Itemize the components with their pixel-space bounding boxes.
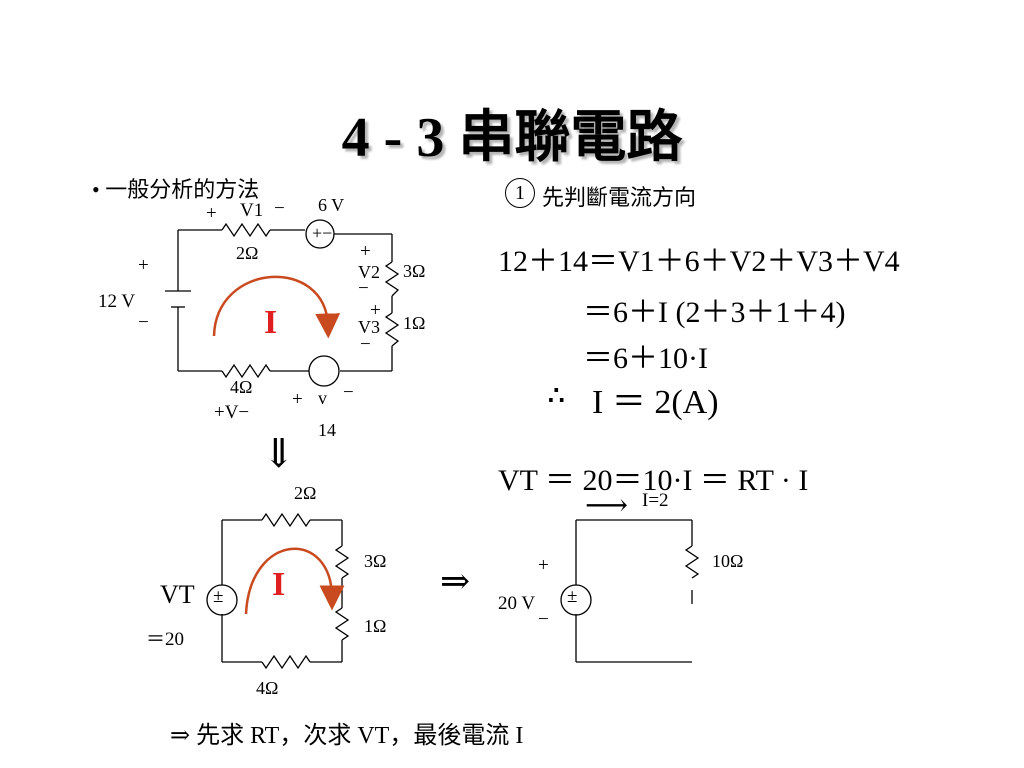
source-14v-minus: −	[343, 382, 354, 403]
source-14v-value: 14	[318, 420, 336, 440]
equation-vt: VT ＝ 20＝10·I ＝ RT · I	[498, 464, 809, 497]
r3-label: 3Ω	[403, 261, 426, 281]
resistor-4ohm	[221, 363, 271, 379]
v2-minus: −	[358, 278, 369, 299]
source-6v-polarity: +−	[312, 223, 333, 243]
current-label-2: I	[272, 566, 286, 603]
v1-minus: −	[274, 198, 285, 219]
source-14v-v: v	[318, 388, 327, 408]
v2-plus: +	[360, 241, 371, 262]
resistor-2ohm-b	[261, 512, 311, 528]
source-vt-polarity: ±	[213, 586, 224, 607]
v3-label: V3	[358, 317, 380, 337]
source-14v	[308, 355, 340, 387]
r3-label-b: 3Ω	[364, 551, 387, 571]
battery-plus: +	[138, 255, 149, 276]
v4-label: +V−	[214, 402, 250, 423]
summary-line: ⇒ 先求 RT，次求 VT，最後電流 I	[170, 723, 524, 749]
resistor-4ohm-b	[261, 654, 311, 670]
step1-text: 先判斷電流方向	[542, 185, 697, 210]
r10-label: 10Ω	[712, 551, 744, 571]
source-14v-plus: +	[292, 389, 303, 410]
r2-label: 2Ω	[236, 243, 259, 263]
bullet-text: • 一般分析的方法	[92, 177, 260, 202]
current-label-1: I	[264, 304, 278, 341]
current-arrow-1	[212, 275, 341, 339]
r4-label-b: 4Ω	[256, 678, 279, 698]
source-20v-label: 20 V	[498, 593, 536, 614]
slide-title: 4 - 3 串聯電路	[341, 107, 683, 169]
resistor-10ohm	[684, 545, 700, 579]
current-arrow-2	[244, 547, 345, 615]
resistor-1ohm-b	[334, 607, 350, 641]
vt-label: VT	[160, 580, 195, 609]
source-20v-minus: −	[538, 609, 549, 630]
step-number-circle: 1	[505, 178, 535, 208]
source-20v-polarity: ±	[567, 586, 578, 607]
equation-line2: ＝6＋I (2＋3＋1＋4)	[583, 296, 846, 329]
battery-minus: −	[138, 312, 149, 333]
arrow-icon: ⟶	[585, 489, 629, 522]
equation-line1: 12＋14＝V1＋6＋V2＋V3＋V4	[498, 245, 900, 278]
r1-label-b: 1Ω	[364, 616, 387, 636]
resistor-2ohm	[221, 222, 271, 238]
vt-value: ＝20	[146, 629, 185, 650]
resistor-1ohm	[384, 312, 400, 347]
r1-label: 1Ω	[403, 313, 426, 333]
equation-line3: ＝6＋10·I	[583, 342, 708, 375]
down-arrow-icon: ⇓	[262, 431, 296, 476]
current-value: I=2	[642, 490, 669, 511]
v1-plus: +	[206, 203, 217, 224]
therefore-symbol: ∴	[548, 381, 565, 410]
right-arrow-icon: ⇒	[440, 561, 471, 601]
resistor-3ohm	[384, 261, 400, 297]
v1-label: V1	[240, 200, 264, 221]
r2-label-b: 2Ω	[294, 483, 317, 503]
battery-label: 12 V	[98, 291, 136, 312]
source-6v-label: 6 V	[318, 195, 345, 215]
resistor-3ohm-b	[334, 545, 350, 579]
v3-minus: −	[360, 334, 371, 355]
v3-plus: +	[370, 300, 381, 321]
r4-label: 4Ω	[230, 377, 253, 397]
source-20v-plus: +	[538, 555, 549, 576]
v2-label: V2	[358, 262, 380, 282]
equation-result: I ＝ 2(A)	[592, 384, 719, 421]
